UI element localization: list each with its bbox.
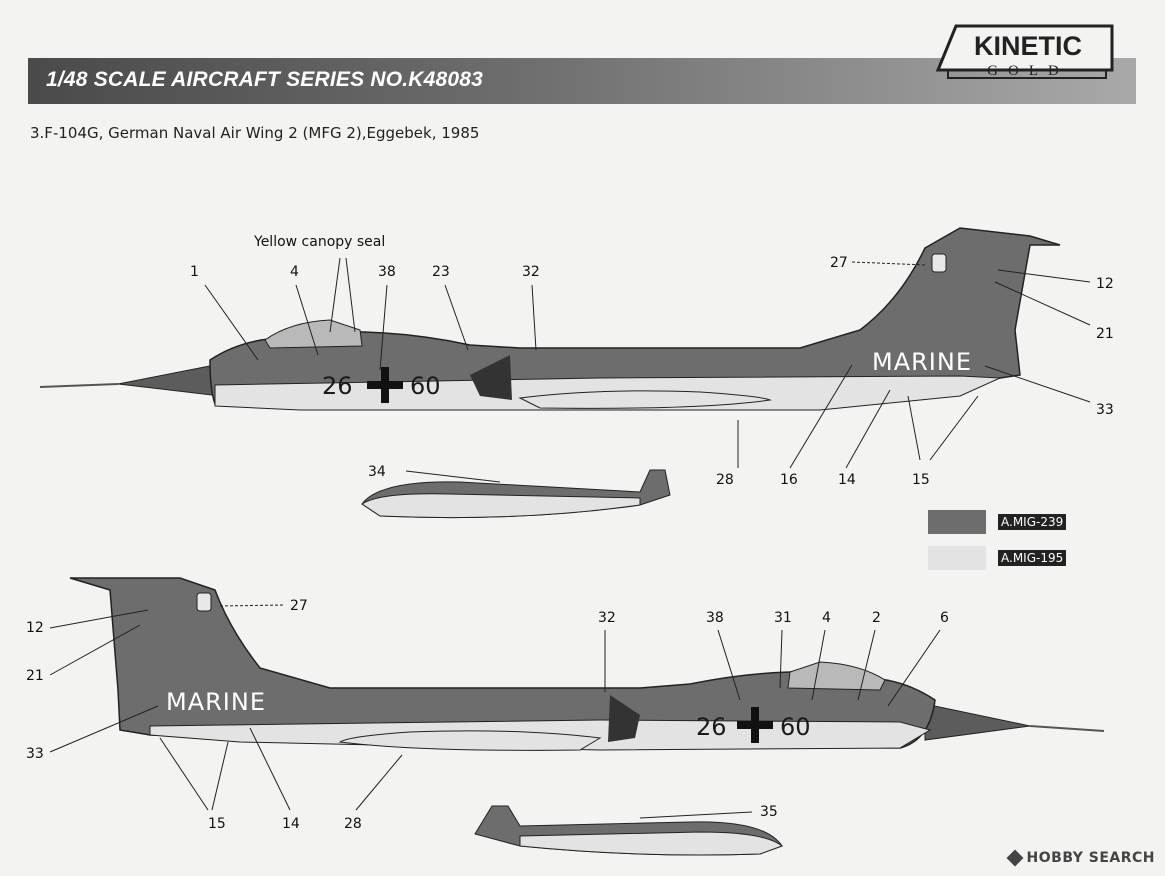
bottom-callout-15: 15 bbox=[208, 816, 226, 832]
bottom-callout-38: 38 bbox=[706, 610, 724, 626]
top-callout-27: 27 bbox=[830, 255, 848, 271]
bottom-callout-12: 12 bbox=[26, 620, 44, 636]
top-callout-15: 15 bbox=[912, 472, 930, 488]
top-callout-23: 23 bbox=[432, 264, 450, 280]
bottom-serial-left: 26 bbox=[696, 713, 727, 741]
top-callout-16: 16 bbox=[780, 472, 798, 488]
bottom-callout-32: 32 bbox=[598, 610, 616, 626]
kinetic-gold-logo: KINETIC GOLD bbox=[935, 24, 1114, 79]
hobby-search-icon bbox=[1006, 849, 1024, 867]
top-callout-28: 28 bbox=[716, 472, 734, 488]
legend-swatch-light bbox=[928, 546, 986, 570]
top-callout-34: 34 bbox=[368, 464, 386, 480]
bottom-drop-tank bbox=[474, 805, 783, 856]
top-callout-32: 32 bbox=[522, 264, 540, 280]
canopy-seal-note: Yellow canopy seal bbox=[254, 234, 386, 250]
bottom-callout-2: 2 bbox=[872, 610, 881, 626]
bottom-callout-33: 33 bbox=[26, 746, 44, 762]
legend-label-dark: A.MIG-239 bbox=[998, 514, 1067, 530]
scheme-subtitle: 3.F-104G, German Naval Air Wing 2 (MFG 2… bbox=[30, 124, 480, 142]
bottom-callout-27: 27 bbox=[290, 598, 308, 614]
page-title: 1/48 SCALE AIRCRAFT SERIES NO.K48083 bbox=[46, 68, 484, 91]
top-callout-33: 33 bbox=[1096, 402, 1114, 418]
legend-swatch-dark bbox=[928, 510, 986, 534]
top-serial-right: 60 bbox=[410, 372, 441, 400]
logo-bottom-text: GOLD bbox=[987, 63, 1069, 79]
watermark-text: HOBBY SEARCH bbox=[1026, 850, 1155, 866]
bottom-marine-text: MARINE bbox=[166, 688, 266, 716]
top-callout-1: 1 bbox=[190, 264, 199, 280]
top-serial-left: 26 bbox=[322, 372, 353, 400]
bottom-callout-6: 6 bbox=[940, 610, 949, 626]
bottom-callout-35: 35 bbox=[760, 804, 778, 820]
top-aircraft-profile bbox=[39, 227, 1091, 469]
bottom-callout-28: 28 bbox=[344, 816, 362, 832]
bottom-aircraft-profile bbox=[49, 577, 1105, 811]
bottom-callout-21: 21 bbox=[26, 668, 44, 684]
top-drop-tank bbox=[361, 469, 671, 519]
bottom-serial-right: 60 bbox=[780, 713, 811, 741]
legend-label-light: A.MIG-195 bbox=[998, 550, 1067, 566]
logo-top-text: KINETIC bbox=[974, 31, 1082, 61]
bottom-callout-31: 31 bbox=[774, 610, 792, 626]
top-callout-14: 14 bbox=[838, 472, 856, 488]
top-callout-12: 12 bbox=[1096, 276, 1114, 292]
bottom-callout-14: 14 bbox=[282, 816, 300, 832]
bottom-callout-4: 4 bbox=[822, 610, 831, 626]
hobby-search-watermark: HOBBY SEARCH bbox=[1006, 849, 1155, 867]
top-callout-4: 4 bbox=[290, 264, 299, 280]
top-callout-38: 38 bbox=[378, 264, 396, 280]
top-callout-21: 21 bbox=[1096, 326, 1114, 342]
top-marine-text: MARINE bbox=[872, 348, 972, 376]
